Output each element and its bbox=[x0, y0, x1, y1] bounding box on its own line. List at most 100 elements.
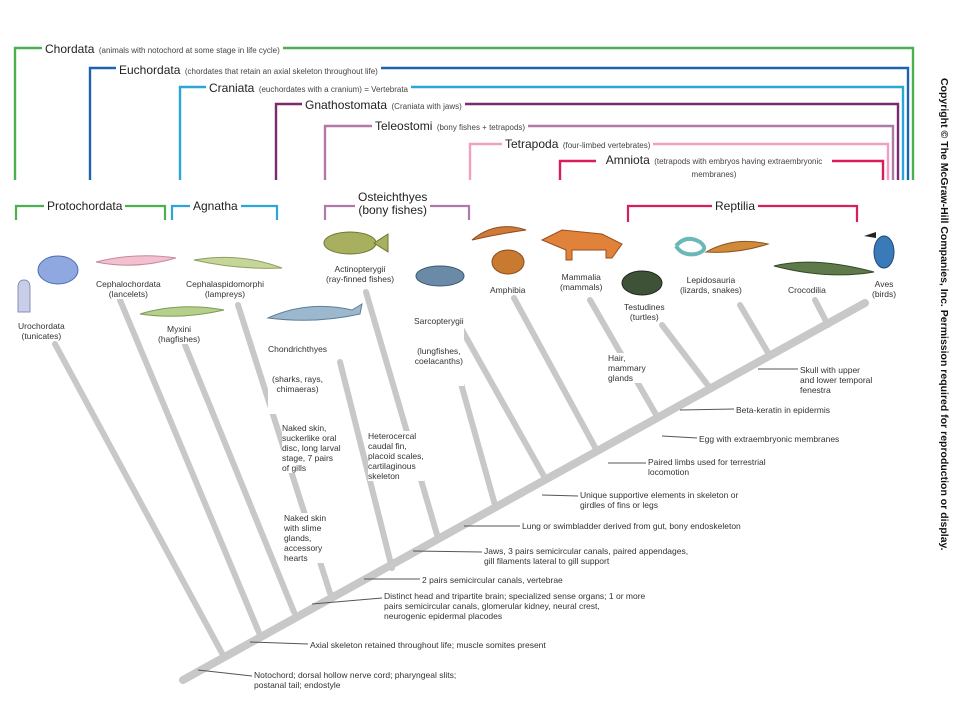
branch-testudines bbox=[659, 322, 713, 391]
taxon-name: Cephalaspidomorphi bbox=[186, 279, 264, 289]
taxon-name: Crocodilia bbox=[788, 285, 826, 295]
note-mammalia: Hair, mammary glands bbox=[608, 353, 646, 383]
clade-amniota-name: Amniota bbox=[605, 153, 650, 167]
taxon-common: (sharks, rays, chimaeras) bbox=[272, 374, 324, 394]
trait-semicircular-canals: 2 pairs semicircular canals, vertebrae bbox=[422, 575, 563, 585]
taxon-name: Aves bbox=[874, 279, 894, 289]
trait-leader-6 bbox=[541, 494, 579, 497]
taxon-chondrichthyes: Chondrichthyes (sharks, rays, chimaeras) bbox=[268, 324, 328, 414]
lancelet-icon bbox=[95, 255, 177, 266]
trait-leader-8 bbox=[661, 435, 698, 439]
branch-cephalochordata bbox=[117, 297, 263, 638]
clade-teleostomi-name: Teleostomi bbox=[375, 119, 433, 133]
clade-tetrapoda-name: Tetrapoda bbox=[505, 137, 559, 151]
perch-icon bbox=[323, 231, 377, 255]
taxon-name: Chondrichthyes bbox=[268, 344, 328, 354]
snake-icon bbox=[674, 236, 707, 257]
trait-jaws: Jaws, 3 pairs semicircular canals, paire… bbox=[484, 546, 689, 566]
clade-gnathostomata-name: Gnathostomata bbox=[305, 98, 388, 112]
clade-gnathostomata-header: Gnathostomata (Craniata with jaws) bbox=[302, 98, 465, 114]
trait-skull: Skull with upper and lower temporal fene… bbox=[800, 365, 873, 395]
hagfish-icon bbox=[139, 306, 225, 317]
taxon-amphibia: Amphibia bbox=[490, 285, 526, 295]
group-protochordata-label: Protochordata bbox=[44, 199, 126, 213]
trait-leader-0 bbox=[197, 669, 253, 677]
cladogram-trunk bbox=[179, 299, 869, 684]
copyright-text: Copyright © The McGraw-Hill Companies, I… bbox=[938, 78, 950, 551]
taxon-urochordata: Urochordata (tunicates) bbox=[18, 321, 65, 341]
trait-leader-4 bbox=[412, 550, 483, 553]
kingfisher-beak-icon bbox=[864, 232, 876, 238]
clade-bracket-gnathostomata bbox=[274, 102, 900, 180]
taxon-name: Sarcopterygii bbox=[414, 316, 464, 326]
clade-teleostomi-header: Teleostomi (bony fishes + tetrapods) bbox=[372, 119, 529, 135]
trait-axial-skeleton: Axial skeleton retained throughout life;… bbox=[310, 640, 546, 650]
taxon-mammalia: Mammalia (mammals) bbox=[560, 272, 603, 292]
taxon-common: (lungfishes, coelacanths) bbox=[414, 346, 463, 366]
taxon-actinopterygii: Actinopterygii (ray-finned fishes) bbox=[326, 264, 395, 284]
taxon-common: (mammals) bbox=[560, 282, 603, 292]
taxon-common: (lizards, snakes) bbox=[680, 285, 742, 295]
taxon-aves: Aves (birds) bbox=[872, 279, 897, 299]
taxon-name: Actinopterygii bbox=[334, 264, 386, 274]
tunicate-colony-icon bbox=[37, 255, 79, 285]
note-myxini: Naked skin with slime glands, accessory … bbox=[284, 513, 327, 563]
clade-amniota-header: Amniota (tetrapods with embryos having e… bbox=[596, 154, 832, 180]
taxon-name: Cephalochordata bbox=[96, 279, 161, 289]
taxon-sarcopterygii: Sarcopterygii (lungfishes, coelacanths) bbox=[414, 296, 464, 386]
taxon-common: (tunicates) bbox=[21, 331, 62, 341]
clade-craniata-desc: (euchordates with a cranium) = Vertebrat… bbox=[258, 85, 408, 94]
taxon-common: (hagfishes) bbox=[158, 334, 201, 344]
tunicate-icon bbox=[17, 279, 31, 313]
trait-distinct-head: Distinct head and tripartite brain; spec… bbox=[384, 591, 646, 621]
kingfisher-icon bbox=[873, 235, 895, 269]
branch-lepidosauria bbox=[737, 302, 773, 359]
clade-amniota-desc: (tetrapods with embryos having extraembr… bbox=[654, 157, 823, 179]
trait-paired-limbs: Paired limbs used for terrestrial locomo… bbox=[648, 457, 766, 477]
perch-tail-icon bbox=[373, 233, 389, 253]
lamprey-icon bbox=[193, 256, 283, 269]
clade-chordata-name: Chordata bbox=[45, 42, 95, 56]
taxon-crocodilia: Crocodilia bbox=[788, 285, 826, 295]
branch-actinopterygii bbox=[363, 289, 441, 541]
clade-bracket-euchordata bbox=[88, 66, 910, 180]
taxon-name: Myxini bbox=[166, 324, 192, 334]
branch-myxini bbox=[182, 342, 297, 615]
clade-bracket-teleostomi bbox=[323, 124, 895, 180]
taxon-common: (lampreys) bbox=[204, 289, 246, 299]
clade-euchordata-header: Euchordata (chordates that retain an axi… bbox=[116, 63, 381, 79]
branch-crocodilia bbox=[812, 297, 831, 328]
trait-lung: Lung or swimbladder derived from gut, bo… bbox=[522, 521, 741, 531]
clade-euchordata-name: Euchordata bbox=[119, 63, 181, 77]
clade-chordata-header: Chordata (animals with notochord at some… bbox=[42, 42, 283, 58]
clade-tetrapoda-header: Tetrapoda (four-limbed vertebrates) bbox=[502, 137, 654, 153]
copyright-notice: Copyright © The McGraw-Hill Companies, I… bbox=[936, 78, 956, 658]
trait-leader-2 bbox=[311, 597, 383, 605]
taxon-myxini: Myxini (hagfishes) bbox=[158, 324, 201, 344]
branch-amphibia bbox=[511, 295, 599, 452]
crocodile-icon bbox=[773, 261, 875, 276]
shark-icon bbox=[266, 302, 363, 321]
clade-chordata-desc: (animals with notochord at some stage in… bbox=[98, 46, 280, 55]
taxon-name: Amphibia bbox=[490, 285, 526, 295]
trait-supportive-elements: Unique supportive elements in skeleton o… bbox=[580, 490, 739, 510]
trait-egg: Egg with extraembryonic membranes bbox=[699, 434, 840, 444]
taxon-name: Testudines bbox=[624, 302, 665, 312]
clade-bracket-chordata bbox=[13, 46, 915, 180]
taxon-name: Lepidosauria bbox=[686, 275, 736, 285]
clade-gnathostomata-desc: (Craniata with jaws) bbox=[391, 102, 462, 111]
group-agnatha-label: Agnatha bbox=[190, 199, 241, 213]
group-osteichthyes-label: Osteichthyes (bony fishes) bbox=[355, 191, 431, 217]
branch-chondrichthyes bbox=[337, 359, 395, 571]
clade-bracket-tetrapoda bbox=[468, 142, 890, 180]
taxon-name: Mammalia bbox=[561, 272, 601, 282]
taxon-common: (turtles) bbox=[629, 312, 659, 322]
taxon-lepidosauria: Lepidosauria (lizards, snakes) bbox=[680, 275, 742, 295]
taxon-name: Urochordata bbox=[18, 321, 65, 331]
clade-craniata-header: Craniata (euchordates with a cranium) = … bbox=[206, 81, 411, 97]
clade-craniata-name: Craniata bbox=[209, 81, 255, 95]
taxon-common: (birds) bbox=[872, 289, 897, 299]
note-lamprey: Naked skin, suckerlike oral disc, long l… bbox=[282, 423, 341, 473]
